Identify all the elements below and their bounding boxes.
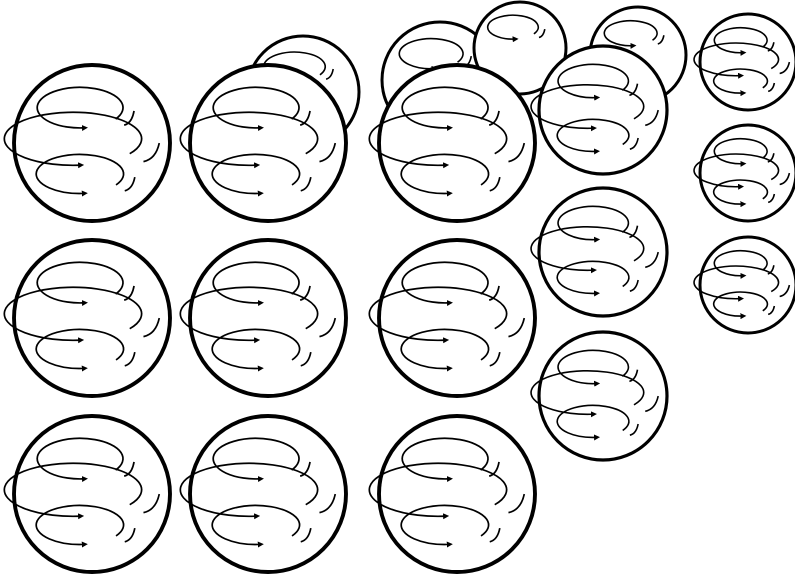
large-sphere-1 xyxy=(4,65,170,221)
large-sphere-2 xyxy=(180,65,346,221)
small-sphere-1 xyxy=(694,14,795,110)
medium-sphere-2 xyxy=(531,188,667,316)
small-sphere-3 xyxy=(694,237,795,333)
medium-sphere-3 xyxy=(531,332,667,460)
large-sphere-4 xyxy=(4,240,170,396)
large-sphere-5 xyxy=(180,240,346,396)
large-sphere-8 xyxy=(180,416,346,572)
small-sphere-2 xyxy=(694,125,795,221)
large-sphere-7 xyxy=(4,416,170,572)
large-sphere-6 xyxy=(369,240,535,396)
large-sphere-9 xyxy=(369,416,535,572)
